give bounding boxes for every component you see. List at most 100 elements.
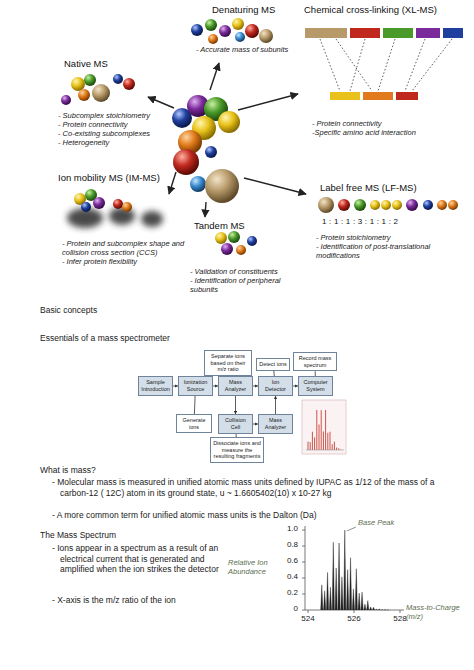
label-holder: Mass-to-Charge (m/z) bbox=[406, 603, 470, 621]
protein-subunit bbox=[448, 200, 458, 210]
method-arrow bbox=[148, 97, 174, 108]
box-label: Sample Introduction bbox=[141, 379, 170, 392]
mini-spectrum bbox=[302, 400, 346, 454]
protein-subunit bbox=[236, 245, 246, 255]
spectrum-peak bbox=[352, 589, 354, 610]
method-heading: Chemical cross-linking (XL-MS) bbox=[304, 4, 470, 15]
method-heading: Label free MS (LF-MS) bbox=[320, 182, 468, 193]
cross-link bbox=[336, 39, 372, 91]
tick-label: 0.2 bbox=[276, 589, 298, 598]
leader-line bbox=[347, 527, 356, 531]
cross-link bbox=[320, 39, 340, 91]
spectrum-peak bbox=[387, 609, 389, 610]
spectrum-peak bbox=[332, 542, 334, 610]
cross-link-bars bbox=[305, 28, 463, 100]
protein-subunit bbox=[338, 199, 350, 211]
label-holder: 0.2 bbox=[276, 589, 298, 598]
section-heading: The Mass Spectrum bbox=[40, 530, 240, 541]
label-holder: - Ions appear in a spectrum as a result … bbox=[52, 543, 220, 575]
box-label: Computer System bbox=[301, 379, 330, 392]
spectrum-peak bbox=[308, 442, 309, 450]
label-holder: 0.4 bbox=[276, 573, 298, 582]
protein-subunit bbox=[205, 146, 217, 158]
protein-subunit bbox=[208, 34, 218, 44]
label-holder: 0.6 bbox=[276, 557, 298, 566]
bullet-text: - Protein connectivity bbox=[58, 120, 180, 129]
spectrum-peak bbox=[310, 442, 311, 450]
method-heading: Denaturing MS bbox=[212, 4, 300, 15]
spectrum-peak bbox=[341, 577, 343, 610]
label-holder: 526 bbox=[342, 615, 366, 624]
protein-subunit bbox=[71, 77, 85, 91]
spectrum-peak bbox=[338, 448, 339, 450]
bullet-text: - Identification of peripheral subunits bbox=[190, 276, 298, 294]
bullet-text: - Heterogeneity bbox=[58, 138, 180, 147]
cross-link bbox=[350, 39, 365, 91]
method-heading: Ion mobility MS (IM-MS) bbox=[58, 172, 188, 183]
spectrum-peak bbox=[338, 543, 340, 610]
spectrum-peak bbox=[364, 604, 366, 610]
protein-subunit bbox=[318, 197, 334, 213]
axis-tick bbox=[302, 546, 305, 547]
spectrum-peak bbox=[319, 425, 320, 450]
spectrum-peak bbox=[330, 432, 331, 450]
tick-label: 526 bbox=[342, 615, 366, 624]
ion-cloud bbox=[141, 211, 163, 227]
box-label: Ionization Source bbox=[181, 379, 210, 392]
box-label: Dissociate ions and measure the resultin… bbox=[213, 440, 261, 460]
spectrum-peak bbox=[372, 607, 374, 610]
bullet-text: - Protein and subcomplex shape and colli… bbox=[62, 239, 190, 257]
protein-subunit bbox=[113, 74, 123, 84]
spectrum-peak bbox=[361, 592, 363, 610]
protein-subunit bbox=[190, 176, 206, 192]
component-box: Ionization Source bbox=[178, 376, 213, 396]
spectrum-peak bbox=[327, 433, 328, 450]
protein-subunit bbox=[259, 29, 273, 43]
flow-arrow bbox=[275, 396, 276, 414]
spectrum-peak bbox=[334, 442, 335, 450]
protein-subunit bbox=[232, 18, 244, 30]
protein-subunit bbox=[205, 19, 217, 31]
spectrum-peak bbox=[324, 591, 326, 610]
cross-link bbox=[405, 39, 425, 91]
component-box: Collision Cell bbox=[218, 414, 253, 434]
spectrum-peak bbox=[378, 609, 380, 611]
peptide-bar bbox=[350, 28, 380, 38]
component-box: Ion Detector bbox=[258, 376, 293, 396]
flow-arrow bbox=[235, 396, 236, 414]
box-label: Detect ions bbox=[259, 361, 287, 368]
tick-label: 528 bbox=[388, 615, 412, 624]
section-heading: Basic concepts bbox=[40, 305, 240, 316]
bullet-text: - Validation of constituents bbox=[190, 267, 298, 276]
callout-box: Generate ions bbox=[176, 414, 212, 433]
method-panel: Chemical cross-linking (XL-MS) - Protein … bbox=[300, 4, 470, 137]
tick-label: 524 bbox=[296, 615, 320, 624]
protein-subunit bbox=[219, 25, 231, 37]
spectrum-peak bbox=[375, 609, 377, 611]
spectrum-peak bbox=[349, 558, 351, 610]
label-holder: What is mass? bbox=[40, 465, 240, 476]
bullet-text: - Identification of post-translational m… bbox=[316, 242, 468, 260]
protein-subunit bbox=[406, 199, 418, 211]
bullet-text: - X-axis is the m/z ratio of the ion bbox=[52, 595, 220, 606]
component-box: Mass Analyzer bbox=[218, 376, 253, 396]
method-heading: Native MS bbox=[64, 58, 174, 69]
bullet-text: - Protein connectivity bbox=[312, 119, 470, 128]
spectrum-peak bbox=[314, 437, 315, 450]
box-label: Ion Detector bbox=[261, 379, 290, 392]
label-holder: The Mass Spectrum bbox=[40, 530, 240, 541]
x-axis bbox=[306, 450, 344, 451]
bullet-text: - Ions appear in a spectrum as a result … bbox=[52, 543, 220, 575]
method-arrow bbox=[169, 172, 176, 194]
method-panel: Denaturing MS- Accurate mass of subunits bbox=[188, 4, 300, 54]
protein-subunit bbox=[392, 200, 402, 210]
box-label: Mass Analyzer bbox=[261, 417, 290, 430]
section-heading: What is mass? bbox=[40, 465, 240, 476]
spectrum-peak bbox=[358, 593, 360, 610]
spectrum-peak bbox=[370, 607, 372, 610]
callout-box: Dissociate ions and measure the resultin… bbox=[210, 437, 264, 463]
spectrum-peak bbox=[336, 448, 337, 450]
axis-tick bbox=[308, 610, 309, 613]
peptide-bar bbox=[416, 28, 440, 38]
axis-tick bbox=[354, 610, 355, 613]
